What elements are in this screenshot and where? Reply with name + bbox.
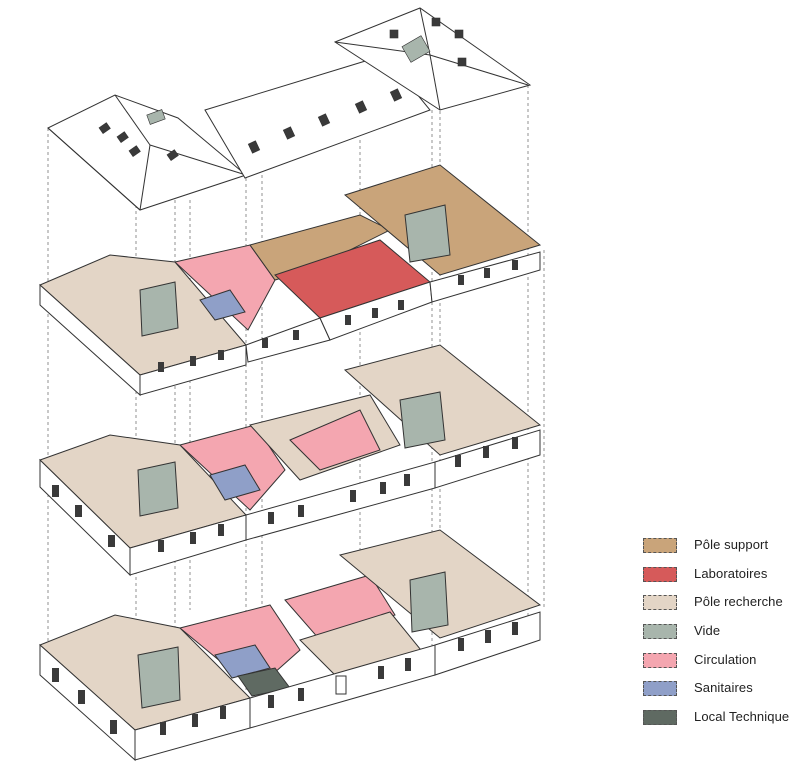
floor-bottom-windows	[52, 622, 518, 735]
floor-bottom	[39, 529, 542, 762]
floor-middle-windows	[52, 437, 518, 552]
roof	[47, 7, 532, 211]
legend: Pôle support Laboratoires Pôle recherche…	[640, 534, 810, 735]
legend-label-sanitaires: Sanitaires	[694, 680, 753, 696]
legend-swatch-pole-recherche	[643, 595, 677, 611]
legend-swatch-sanitaires	[643, 681, 677, 697]
legend-swatch-laboratoires	[643, 566, 677, 582]
floor-top	[39, 164, 542, 397]
legend-label-pole-recherche: Pôle recherche	[694, 594, 783, 610]
roof-skylights	[98, 17, 467, 161]
legend-swatch-local-technique	[643, 710, 677, 726]
legend-item-vide: Vide	[640, 620, 810, 649]
legend-item-local-technique: Local Technique	[640, 706, 810, 735]
legend-item-circulation: Circulation	[640, 649, 810, 678]
legend-swatch-circulation	[643, 652, 677, 668]
legend-label-local-technique: Local Technique	[694, 709, 790, 725]
legend-swatch-vide	[643, 624, 677, 640]
legend-item-sanitaires: Sanitaires	[640, 677, 810, 706]
floor-top-windows	[158, 260, 518, 372]
legend-label-circulation: Circulation	[694, 651, 757, 667]
legend-item-pole-recherche: Pôle recherche	[640, 591, 810, 620]
legend-label-vide: Vide	[694, 623, 721, 639]
floor-middle	[39, 344, 542, 577]
legend-item-laboratoires: Laboratoires	[640, 563, 810, 592]
legend-label-laboratoires: Laboratoires	[694, 565, 768, 581]
legend-label-pole-support: Pôle support	[694, 537, 769, 552]
legend-item-pole-support: Pôle support	[640, 534, 810, 563]
legend-swatch-pole-support	[643, 538, 677, 553]
